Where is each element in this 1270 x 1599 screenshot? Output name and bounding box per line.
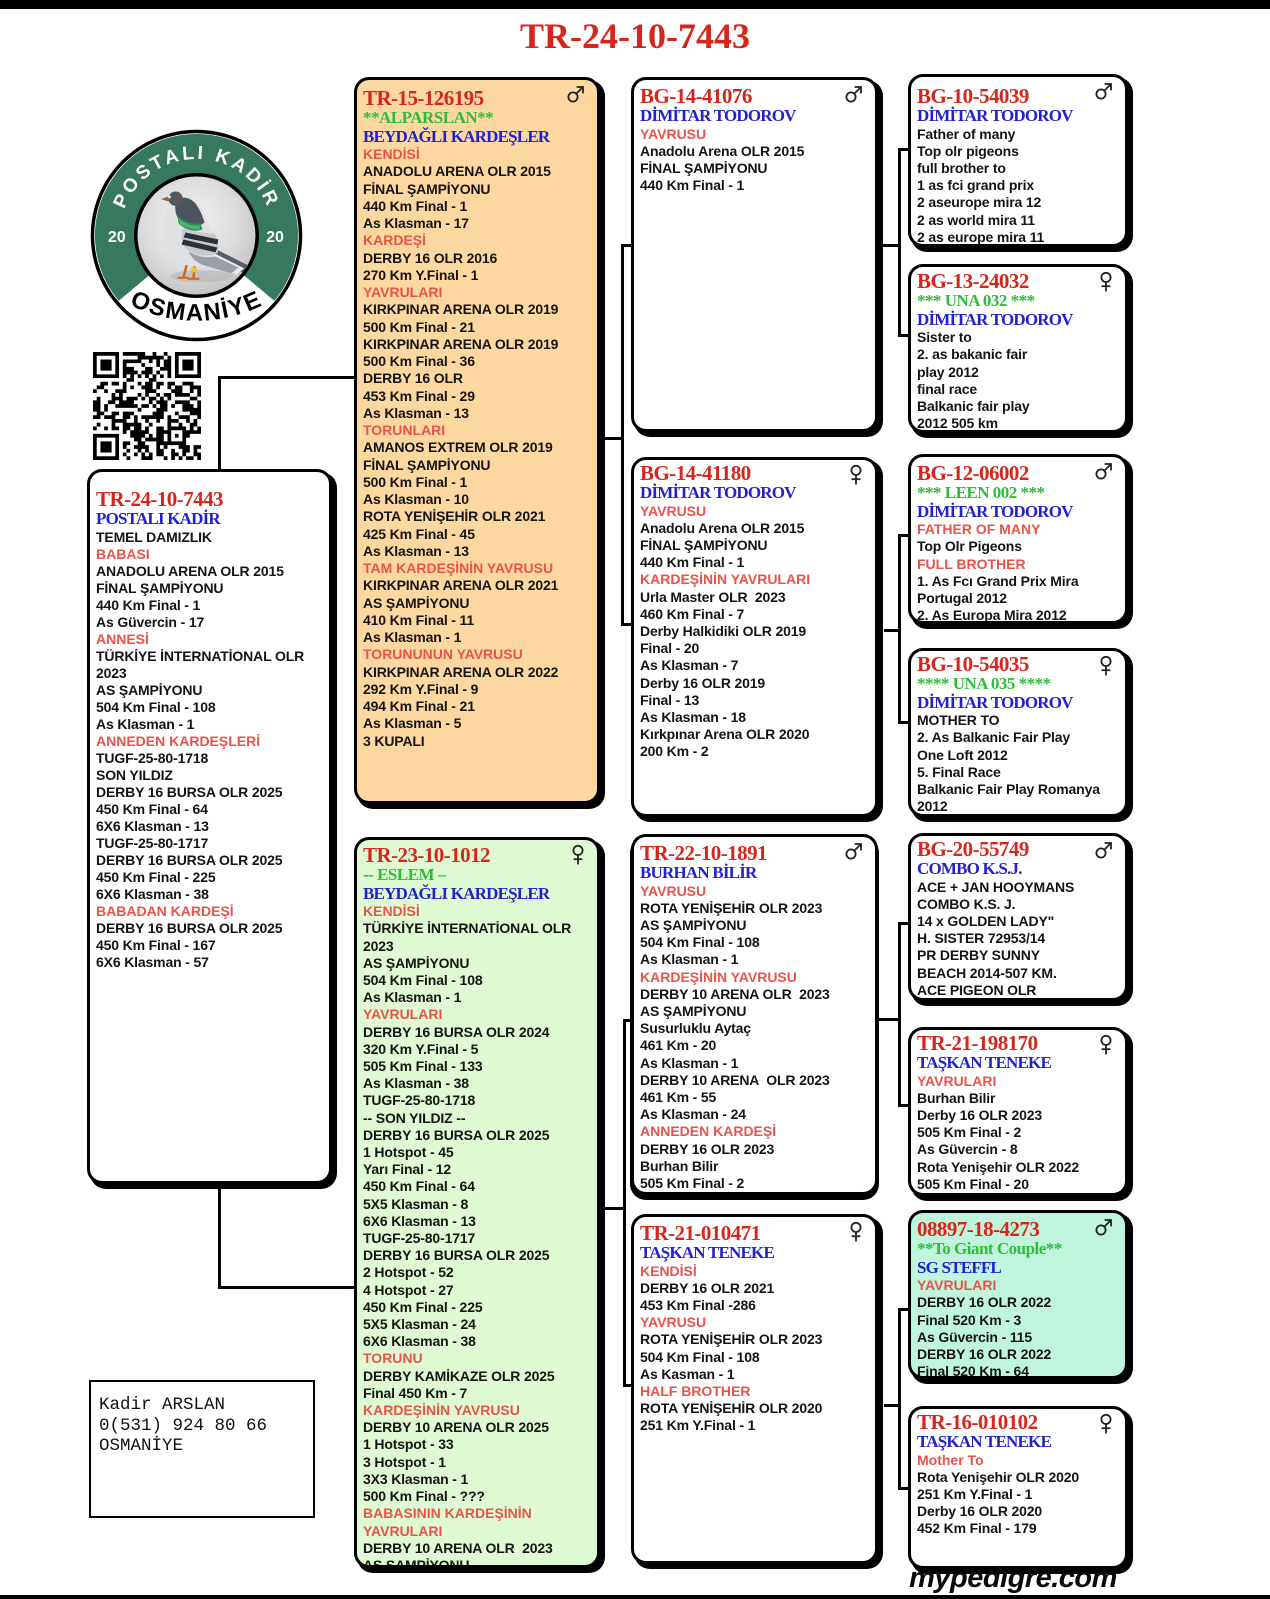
svg-text:20: 20 (266, 229, 284, 246)
svg-text:20: 20 (108, 229, 126, 246)
